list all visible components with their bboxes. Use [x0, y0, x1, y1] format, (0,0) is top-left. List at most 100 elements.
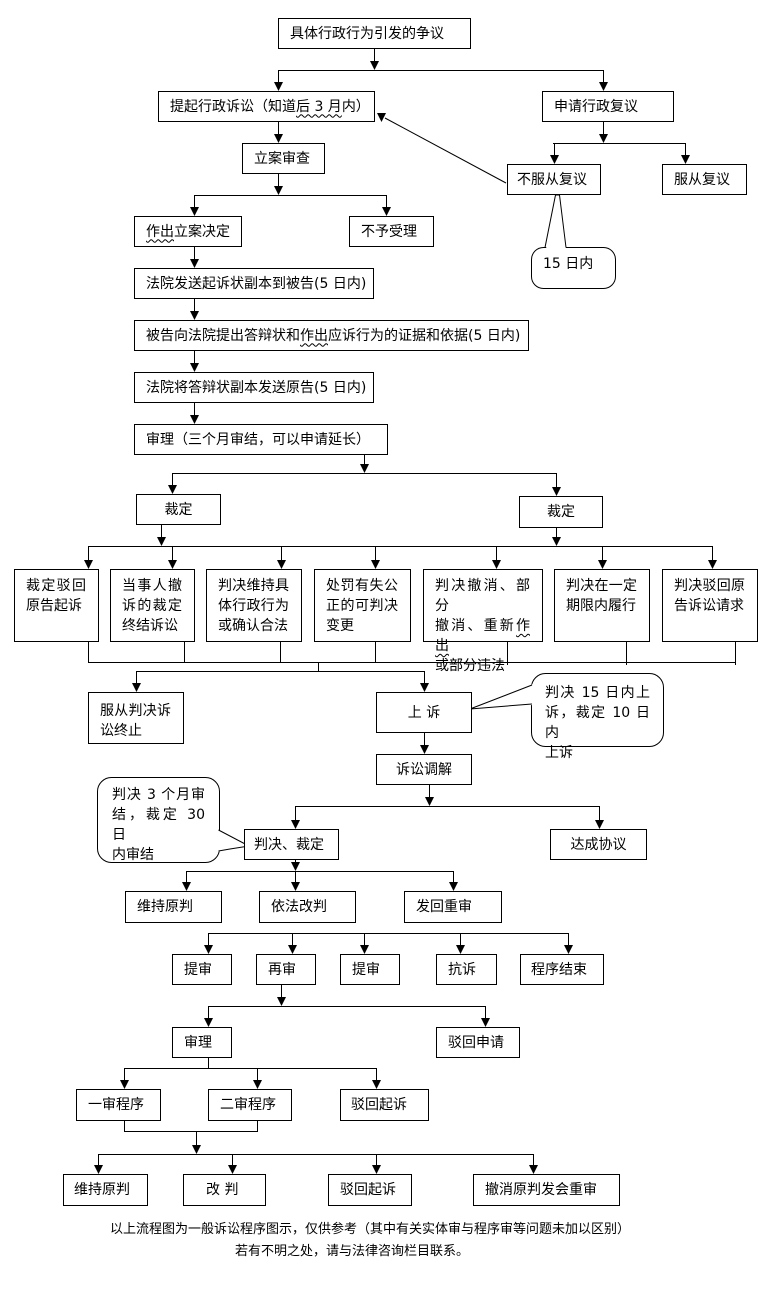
arrow-head: [377, 113, 386, 122]
arrow-head: [550, 155, 559, 164]
node-label-line: 判决撤消、部分: [435, 578, 530, 614]
node-label-line: 正的可判决: [326, 598, 398, 614]
node-label: 服从复议: [674, 171, 730, 188]
node-file-lawsuit: 提起行政诉讼（知道后 3 月内）: [158, 91, 375, 122]
node-outcome-perform: 判决在一定 期限内履行: [554, 569, 650, 642]
arrow-head: [291, 862, 300, 871]
arrow-head: [681, 155, 690, 164]
node-retrial: 再审: [256, 954, 316, 985]
node-label-line: 判决在一定: [566, 578, 637, 594]
label-part: 内）: [341, 98, 370, 115]
node-label-line: 服从判决诉: [100, 703, 171, 719]
node-final-amend: 改 判: [183, 1174, 266, 1206]
node-label-line: 讼终止: [100, 723, 142, 739]
callout-appeal-deadline-bubble: [531, 673, 664, 747]
node-label: 提起行政诉讼（知道后 3 月内）: [170, 99, 370, 115]
node-label: 不服从复议: [517, 171, 587, 188]
arrow-head: [190, 207, 199, 216]
node-label: 提审: [352, 961, 380, 978]
callout-tail: [544, 194, 567, 248]
node-send-reply: 法院将答辩状副本发送原告(5 日内): [134, 372, 374, 403]
node-label: 作出立案决定: [146, 224, 230, 240]
node-label-line: 体行政行为: [218, 598, 289, 614]
label-part: 应诉行为的证据和依据(5 日内): [328, 327, 521, 344]
node-trial: 审理（三个月审结，可以申请延长）: [134, 424, 388, 455]
node-label: 审理（三个月审结，可以申请延长）: [146, 431, 370, 448]
arrow-head: [599, 134, 608, 143]
callout-second-instance-bubble: [97, 777, 220, 863]
spellcheck-underlined-text: 作出: [146, 223, 174, 240]
callout-line: 结，裁定 30 日: [112, 807, 205, 843]
node-final-revoke-retrial: 撤消原判发会重审: [473, 1174, 620, 1206]
node-uphold-original: 维持原判: [125, 891, 222, 923]
node-label: 具体行政行为引发的争议: [290, 25, 444, 42]
node-label: 审理: [184, 1034, 212, 1051]
label-part: 被告向法院提出答辩状和: [146, 327, 300, 344]
node-label: 达成协议: [570, 836, 627, 853]
node-dismiss-suit: 驳回起诉: [340, 1089, 429, 1121]
node-outcome-change-penalty: 处罚有失公 正的可判决 变更: [314, 569, 411, 642]
arrow-head: [94, 1165, 103, 1174]
arrow-head: [598, 560, 607, 569]
node-final-dismiss: 驳回起诉: [328, 1174, 412, 1206]
node-label: 提审: [184, 961, 212, 978]
callout-line: 判决 15 日内上: [545, 685, 650, 701]
arrow-head: [168, 485, 177, 494]
arrow-head: [228, 1165, 237, 1174]
node-label-line: 或确认合法: [218, 618, 288, 634]
node-label: 发回重审: [416, 899, 472, 915]
node-label-line: 当事人撤: [122, 578, 182, 594]
node-procedure-end: 程序结束: [520, 954, 604, 985]
node-mediation: 诉讼调解: [376, 754, 472, 785]
node-apply-review: 申请行政复议: [542, 91, 674, 122]
callout-line: 诉，裁定 10 日内: [545, 705, 650, 741]
callout-line: 判决 3 个月审: [112, 787, 205, 803]
arrow-head: [481, 1018, 490, 1027]
arrow-head: [274, 82, 283, 91]
node-case-review: 立案审查: [242, 143, 325, 174]
node-start: 具体行政行为引发的争议: [278, 18, 471, 49]
node-outcome-dismiss-suit: 裁定驳回 原告起诉: [14, 569, 99, 642]
node-bring-up-trial: 提审: [172, 954, 232, 985]
node-label: 依法改判: [271, 899, 327, 915]
node-label-line: 撤消、重新作出: [435, 616, 530, 656]
node-label-line: 诉的裁定: [122, 598, 182, 614]
arrow-head: [595, 820, 604, 829]
node-second-instance: 二审程序: [208, 1089, 292, 1121]
node-bring-up-trial-2: 提审: [340, 954, 400, 985]
label-part: 提起行政诉讼（知道: [170, 98, 296, 115]
node-agreement: 达成协议: [550, 829, 647, 860]
arrow-head: [360, 945, 369, 954]
arrow-head: [420, 745, 429, 754]
arrow-head: [182, 882, 191, 891]
arrow-head: [456, 945, 465, 954]
arrow-head: [277, 997, 286, 1006]
node-retrial-trial: 审理: [172, 1027, 232, 1058]
node-ruling-right: 裁定: [519, 496, 603, 528]
node-label: 驳回起诉: [351, 1097, 407, 1113]
callout-line: 上诉: [545, 745, 573, 761]
label-part: 撤消、重新: [435, 618, 516, 634]
callout-line: 内审结: [112, 847, 154, 863]
node-label-line: 原告起诉: [26, 598, 82, 614]
node-label: 维持原判: [74, 1182, 130, 1198]
node-final-uphold: 维持原判: [63, 1174, 148, 1206]
node-label: 撤消原判发会重审: [485, 1182, 597, 1198]
node-label: 改 判: [206, 1182, 239, 1198]
node-label: 维持原判: [137, 899, 193, 915]
arrow-head: [253, 1080, 262, 1089]
callout-15-days-bubble: [531, 247, 616, 289]
node-label: 申请行政复议: [554, 98, 638, 115]
node-label-line: 处罚有失公: [326, 578, 398, 594]
arrow-head: [120, 1080, 129, 1089]
arrow-head: [449, 882, 458, 891]
arrow-head: [420, 683, 429, 692]
node-outcome-reject-claim: 判决驳回原 告诉讼请求: [662, 569, 758, 642]
node-remand-retrial: 发回重审: [404, 891, 502, 923]
connector-line-diagonal: [384, 117, 507, 184]
arrow-head: [291, 882, 300, 891]
arrow-head: [492, 560, 501, 569]
arrow-head: [382, 207, 391, 216]
node-label-line: 判决维持具: [218, 578, 289, 594]
